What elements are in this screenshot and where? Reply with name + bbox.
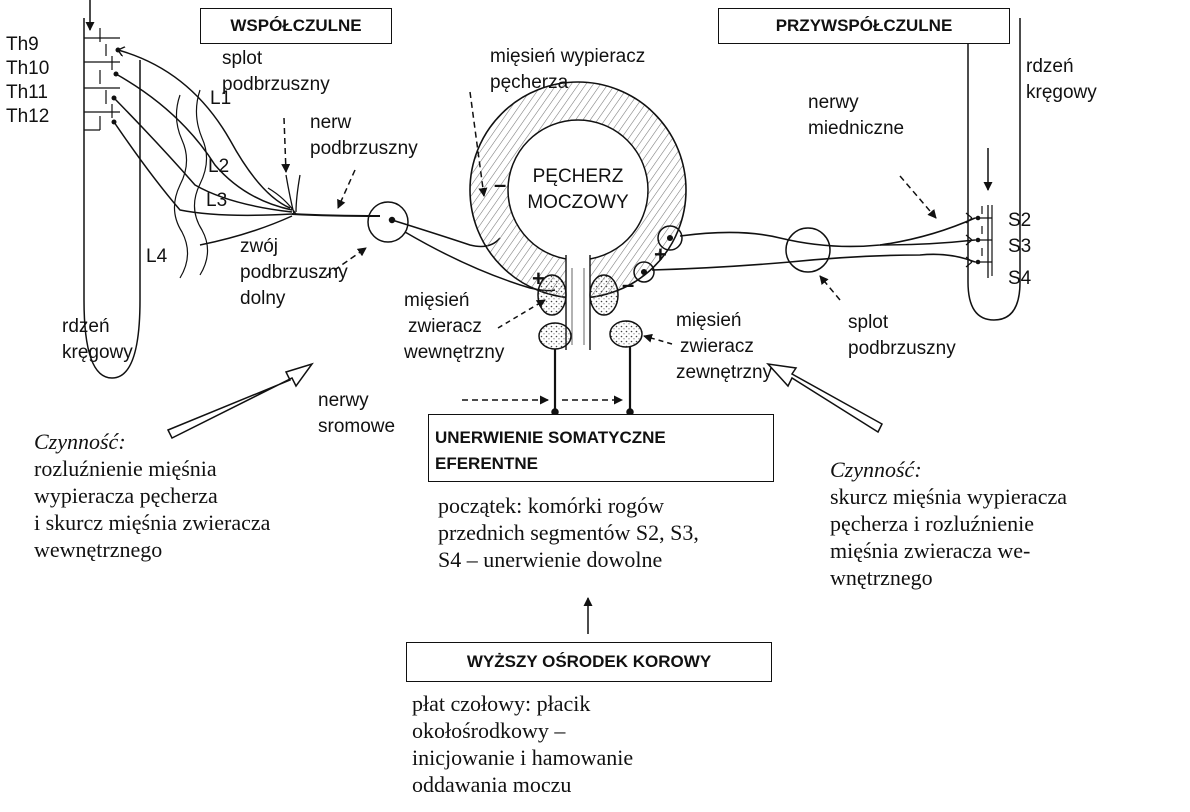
function-right-line-3: mięśnia zwieracza we-: [830, 537, 1067, 564]
sign-minus-sphincter-para: –: [622, 272, 634, 297]
segment-l3: L3: [206, 190, 227, 211]
somatic-line-2: przednich segmentów S2, S3,: [438, 519, 699, 546]
label-splot-left-1: splot: [222, 48, 263, 69]
label-splot-right-2: podbrzuszny: [848, 338, 956, 359]
cortical-line-4: oddawania moczu: [412, 771, 633, 798]
internal-sphincter-right: [590, 275, 618, 315]
arrow-external-sphincter: [644, 336, 672, 344]
label-nerw-podbrzuszny-1: nerw: [310, 112, 351, 133]
segment-th11: Th11: [6, 82, 48, 103]
header-parasympathetic: PRZYWSPÓŁCZULNE: [718, 8, 1010, 44]
label-zwoj-3: dolny: [240, 288, 286, 309]
label-splot-left-2: podbrzuszny: [222, 74, 330, 95]
somatic-line-1: początek: komórki rogów: [438, 492, 699, 519]
splot-right-ring: [786, 228, 830, 272]
label-detrusor-2: pęcherza: [490, 72, 569, 93]
arrow-internal-sphincter: [498, 300, 545, 328]
function-right-block: Czynność: skurcz mięśnia wypieracza pęch…: [830, 456, 1067, 591]
function-left-block: Czynność: rozluźnienie mięśnia wypieracz…: [34, 428, 270, 563]
function-left-line-4: wewnętrznego: [34, 536, 270, 563]
arrow-splot-left: [284, 118, 286, 172]
label-rdzen-left-1: rdzeń: [62, 316, 110, 337]
label-internal-sphincter-2: zwieracz: [408, 316, 482, 337]
header-parasympathetic-text: PRZYWSPÓŁCZULNE: [776, 16, 953, 35]
nerve-hypogastric: [292, 214, 380, 216]
function-left-line-3: i skurcz mięśnia zwieracza: [34, 509, 270, 536]
pelvic-nerve-upper: [680, 218, 975, 246]
header-sympathetic: WSPÓŁCZULNE: [200, 8, 392, 44]
sign-minus-detrusor-symp: –: [494, 172, 506, 197]
function-left-line-2: wypieracza pęcherza: [34, 482, 270, 509]
segment-th12: Th12: [6, 106, 49, 127]
segment-s4: S4: [1008, 268, 1032, 289]
external-sphincter-left: [539, 323, 571, 349]
sympathetic-trunk-2: [194, 90, 207, 275]
label-zwoj-2: podbrzuszny: [240, 262, 348, 283]
sign-plus-sphincter-symp: +: [532, 266, 545, 291]
header-somatic: UNERWIENIE SOMATYCZNE EFERENTNE: [428, 414, 774, 482]
label-nerwy-sromowe-1: nerwy: [318, 390, 369, 411]
label-nerwy-miedniczne-2: miedniczne: [808, 118, 904, 139]
label-external-sphincter-1: mięsień: [676, 310, 741, 331]
label-rdzen-right-2: kręgowy: [1026, 82, 1097, 103]
segment-th10: Th10: [6, 58, 49, 79]
cortical-line-1: płat czołowy: płacik: [412, 690, 633, 717]
bladder-lumen: [508, 120, 648, 260]
somatic-text-block: początek: komórki rogów przednich segmen…: [438, 492, 699, 573]
label-nerwy-miedniczne-1: nerwy: [808, 92, 859, 113]
label-bladder-1: PĘCHERZ: [533, 166, 624, 187]
function-right-line-2: pęcherza i rozluźnienie: [830, 510, 1067, 537]
header-somatic-line-2: EFERENTNE: [435, 451, 773, 477]
header-cortical-text: WYŻSZY OŚRODEK KOROWY: [467, 652, 711, 671]
arrow-nerwy-miedniczne: [900, 176, 936, 218]
function-right-heading: Czynność:: [830, 456, 1067, 483]
cortical-text-block: płat czołowy: płacik okołośrodkowy – ini…: [412, 690, 633, 798]
label-zwoj-1: zwój: [240, 236, 278, 257]
function-right-line-4: wnętrznego: [830, 564, 1067, 591]
label-internal-sphincter-3: wewnętrzny: [403, 342, 505, 363]
arrow-nerw-podbrzuszny: [338, 170, 355, 208]
label-detrusor-1: mięsień wypieracz: [490, 46, 645, 67]
label-splot-right-1: splot: [848, 312, 889, 333]
label-nerwy-sromowe-2: sromowe: [318, 416, 395, 437]
hollow-arrow-right: [768, 364, 882, 432]
function-left-heading: Czynność:: [34, 428, 270, 455]
function-right-line-1: skurcz mięśnia wypieracza: [830, 483, 1067, 510]
label-nerw-podbrzuszny-2: podbrzuszny: [310, 138, 418, 159]
segment-l2: L2: [208, 156, 229, 177]
segment-s2: S2: [1008, 210, 1031, 231]
cortical-line-2: okołośrodkowy –: [412, 717, 633, 744]
function-left-line-1: rozluźnienie mięśnia: [34, 455, 270, 482]
label-rdzen-right-1: rdzeń: [1026, 56, 1074, 77]
header-somatic-line-1: UNERWIENIE SOMATYCZNE: [435, 425, 773, 451]
segment-s3: S3: [1008, 236, 1031, 257]
segment-th9: Th9: [6, 34, 39, 55]
header-cortical: WYŻSZY OŚRODEK KOROWY: [406, 642, 772, 682]
sign-plus-detrusor-para: +: [654, 242, 667, 267]
header-sympathetic-text: WSPÓŁCZULNE: [230, 16, 361, 35]
pelvic-nerve-lower: [652, 254, 975, 270]
somatic-line-3: S4 – unerwienie dowolne: [438, 546, 699, 573]
ganglion-inferior-hypogastric: [368, 202, 408, 242]
label-bladder-2: MOCZOWY: [527, 192, 629, 213]
label-rdzen-left-2: kręgowy: [62, 342, 133, 363]
cortical-line-3: inicjowanie i hamowanie: [412, 744, 633, 771]
segment-l4: L4: [146, 246, 168, 267]
label-external-sphincter-3: zewnętrzny: [676, 362, 773, 383]
label-external-sphincter-2: zwieracz: [680, 336, 754, 357]
arrow-splot-right: [820, 276, 840, 300]
hollow-arrow-left: [168, 364, 312, 438]
label-internal-sphincter-1: mięsień: [404, 290, 469, 311]
external-sphincter-right: [610, 321, 642, 347]
